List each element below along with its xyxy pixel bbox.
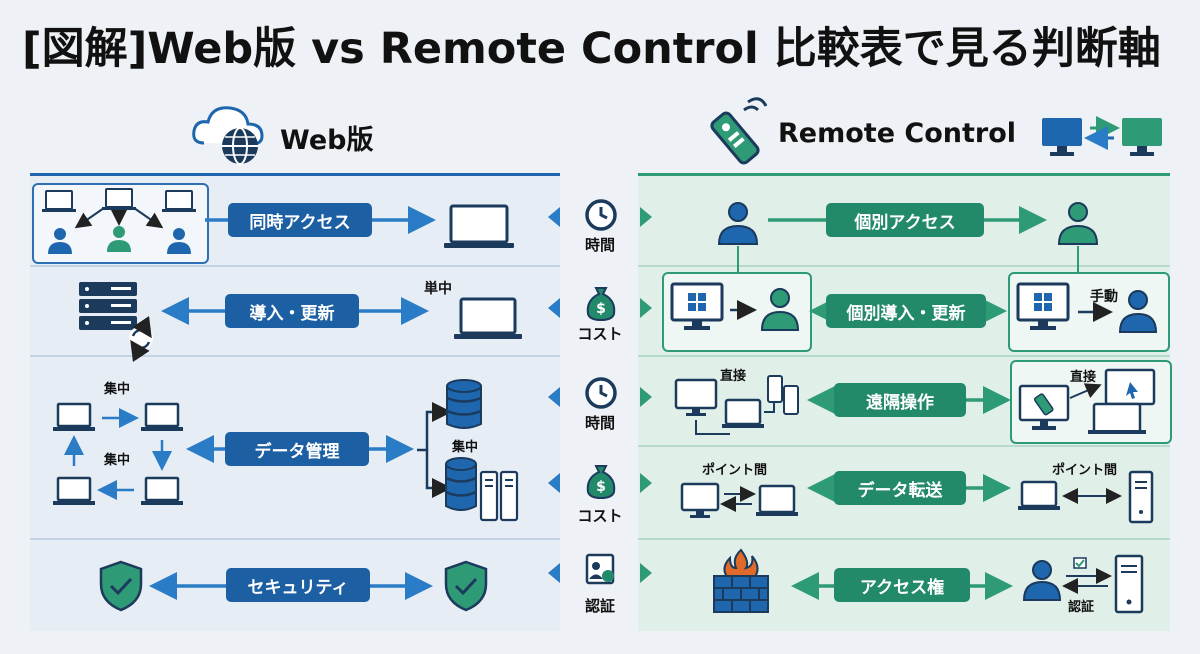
- server-icon: [79, 282, 153, 363]
- shield-check-icon: [99, 560, 143, 612]
- row-divider: [638, 265, 1170, 267]
- certificate-icon: [585, 553, 615, 585]
- access-rights-pill: アクセス権: [834, 568, 970, 602]
- install-note: 単中: [424, 281, 452, 297]
- database-server-icon: [445, 457, 519, 522]
- laptop-icon: [454, 297, 522, 339]
- point-note: ポイント間: [1052, 463, 1118, 478]
- individual-install-pill: 個別導入・更新: [826, 294, 986, 328]
- svg-text:$: $: [596, 479, 606, 495]
- criterion-label: コスト: [577, 325, 623, 343]
- remote-control-icon: [710, 97, 768, 165]
- criterion-label: 認証: [584, 597, 615, 615]
- row-divider: [638, 538, 1170, 540]
- remote-column-title: Remote Control: [778, 118, 1017, 149]
- windows-pc-to-user-diagram: [670, 282, 800, 331]
- clock-icon: [585, 199, 617, 231]
- concurrent-access-pill: 同時アクセス: [228, 203, 372, 237]
- criterion-label: 時間: [584, 236, 615, 254]
- manual-note: 手動: [1090, 289, 1118, 305]
- data-note-top: 集中: [104, 382, 131, 397]
- criterion-label: コスト: [577, 507, 623, 525]
- row-divider: [638, 445, 1170, 447]
- clock-icon: [585, 377, 617, 409]
- point-to-point-diagram: [680, 482, 798, 518]
- install-update-pill: 導入・更新: [225, 294, 359, 328]
- row-divider: [30, 265, 560, 267]
- auth-note: 認証: [1068, 600, 1095, 615]
- user-icon: [1057, 202, 1099, 245]
- row-divider: [30, 538, 560, 540]
- security-pill: セキュリティ: [226, 568, 370, 602]
- svg-text:$: $: [596, 301, 606, 317]
- user-icon: [717, 202, 759, 245]
- concurrent-users-diagram: [42, 188, 196, 254]
- firewall-icon: [713, 548, 769, 613]
- row-divider: [638, 355, 1170, 357]
- remote-screen-diagram: [1018, 368, 1156, 434]
- page-title: [図解]Web版 vs Remote Control 比較表で見る判断軸: [22, 24, 1161, 74]
- web-column-title: Web版: [280, 125, 374, 156]
- db-note: 集中: [452, 440, 479, 455]
- laptop-to-server-diagram: [1018, 470, 1154, 524]
- multi-device-diagram: [674, 375, 799, 435]
- row-divider: [30, 355, 560, 357]
- data-transfer-pill: データ転送: [834, 471, 966, 505]
- branch-connector: [417, 402, 452, 498]
- individual-access-pill: 個別アクセス: [826, 203, 984, 237]
- center-arrows: [548, 207, 652, 583]
- cloud-globe-icon: [192, 106, 264, 165]
- user-auth-server-diagram: [1022, 554, 1144, 614]
- laptop-icon: [444, 204, 514, 248]
- shield-check-icon: [444, 560, 488, 612]
- direct-note: 直接: [720, 369, 747, 384]
- criterion-label: 時間: [584, 414, 615, 432]
- connector-lines: [737, 246, 1079, 272]
- direct-note: 直接: [1070, 370, 1097, 385]
- data-note-bottom: 集中: [104, 453, 131, 468]
- data-management-pill: データ管理: [225, 432, 369, 466]
- money-bag-icon: $: [586, 465, 616, 500]
- windows-pc-to-user-diagram: [1016, 282, 1158, 333]
- remote-operation-pill: 遠隔操作: [834, 383, 966, 417]
- money-bag-icon: $: [586, 287, 616, 322]
- point-note: ポイント間: [702, 463, 768, 478]
- monitor-sync-icon: [1042, 116, 1162, 156]
- database-icon: [446, 379, 482, 429]
- centralized-laptops-diagram: [53, 402, 183, 505]
